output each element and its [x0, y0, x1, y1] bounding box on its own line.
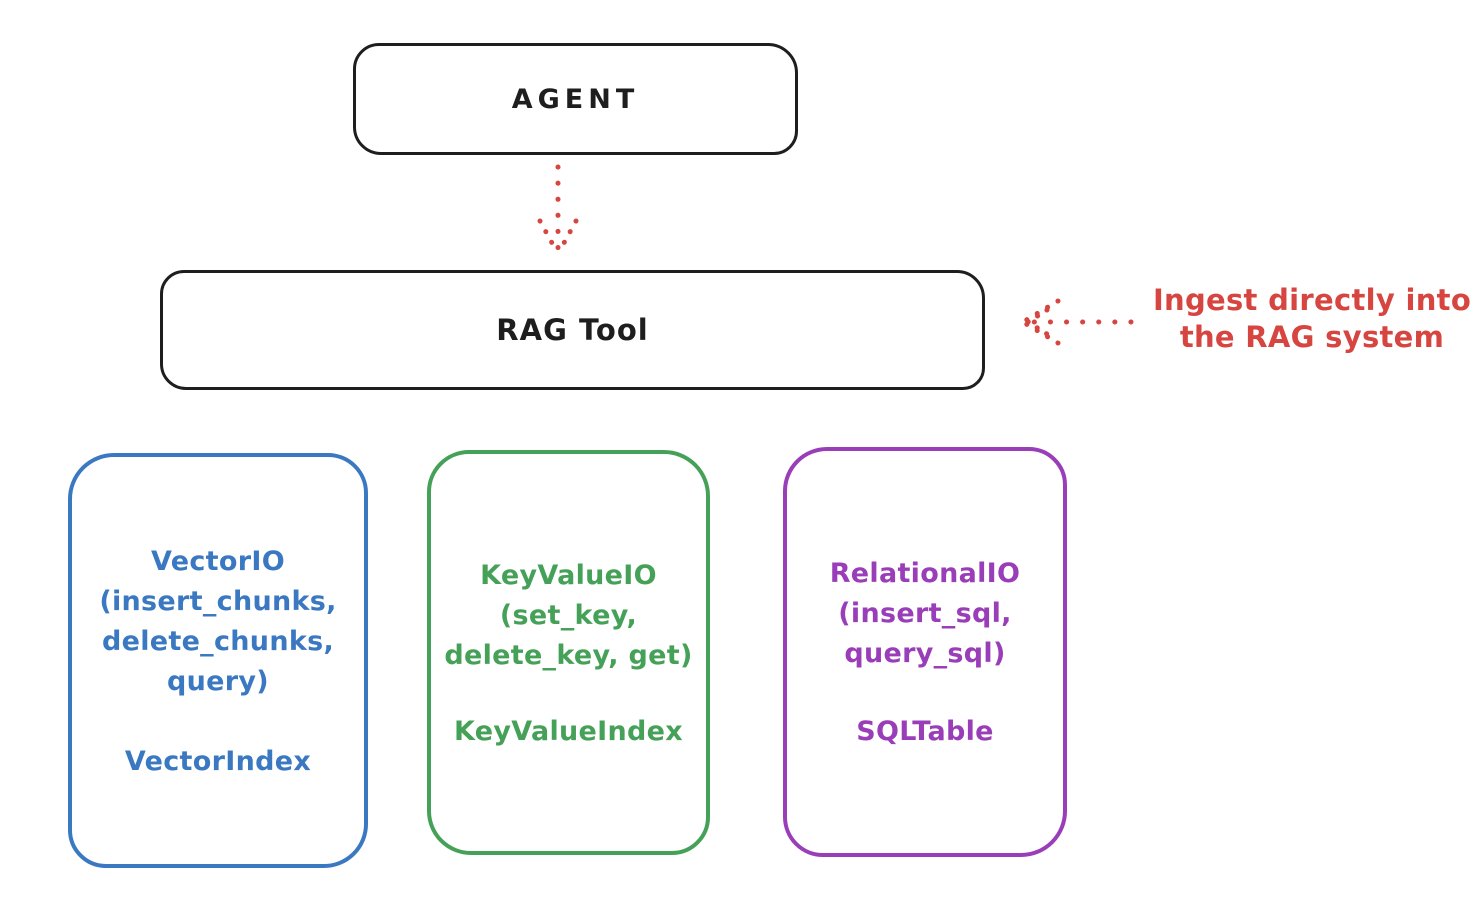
ingest-annotation-line2: the RAG system — [1179, 320, 1445, 354]
rag-tool-label: RAG Tool — [496, 313, 649, 347]
relational-io-line: (insert_sql, — [838, 598, 1012, 629]
vector-io-node: VectorIO (insert_chunks, delete_chunks, … — [68, 453, 368, 868]
agent-to-rag-tool-arrowhead-left — [537, 218, 560, 255]
key-value-io-node: KeyValueIO (set_key, delete_key, get) Ke… — [427, 450, 710, 855]
vector-index-label: VectorIndex — [124, 746, 312, 777]
key-value-io-line: (set_key, — [499, 600, 638, 631]
annotation-arrowhead-top — [1020, 298, 1061, 325]
vector-io-line: delete_chunks, — [101, 626, 335, 657]
ingest-annotation: Ingest directly into the RAG system — [1140, 282, 1484, 356]
agent-to-rag-tool-arrowhead-right — [556, 218, 579, 255]
annotation-arrowhead-inner — [1023, 307, 1050, 337]
ingest-annotation-line1: Ingest directly into — [1152, 283, 1472, 317]
relational-io-signature: RelationalIO (insert_sql, query_sql) — [787, 554, 1063, 674]
rag-tool-node: RAG Tool — [160, 270, 985, 390]
agent-node: AGENT — [353, 43, 798, 155]
vector-io-line: VectorIO — [151, 546, 285, 577]
relational-io-node: RelationalIO (insert_sql, query_sql) SQL… — [783, 447, 1067, 857]
annotation-to-rag-tool-arrow — [1020, 298, 1134, 346]
sql-table-label: SQLTable — [856, 716, 994, 747]
agent-to-rag-tool-arrow — [537, 164, 579, 255]
agent-label: AGENT — [511, 83, 640, 115]
key-value-io-signature: KeyValueIO (set_key, delete_key, get) — [431, 556, 706, 676]
vector-io-line: query) — [167, 666, 269, 697]
annotation-arrowhead-bottom — [1020, 319, 1061, 346]
relational-io-line: RelationalIO — [829, 558, 1021, 589]
relational-io-line: query_sql) — [844, 638, 1006, 669]
key-value-io-line: KeyValueIO — [480, 560, 657, 591]
key-value-io-line: delete_key, get) — [444, 640, 693, 671]
key-value-index-label: KeyValueIndex — [453, 716, 683, 747]
vector-io-signature: VectorIO (insert_chunks, delete_chunks, … — [72, 542, 364, 702]
vector-io-line: (insert_chunks, — [99, 586, 337, 617]
